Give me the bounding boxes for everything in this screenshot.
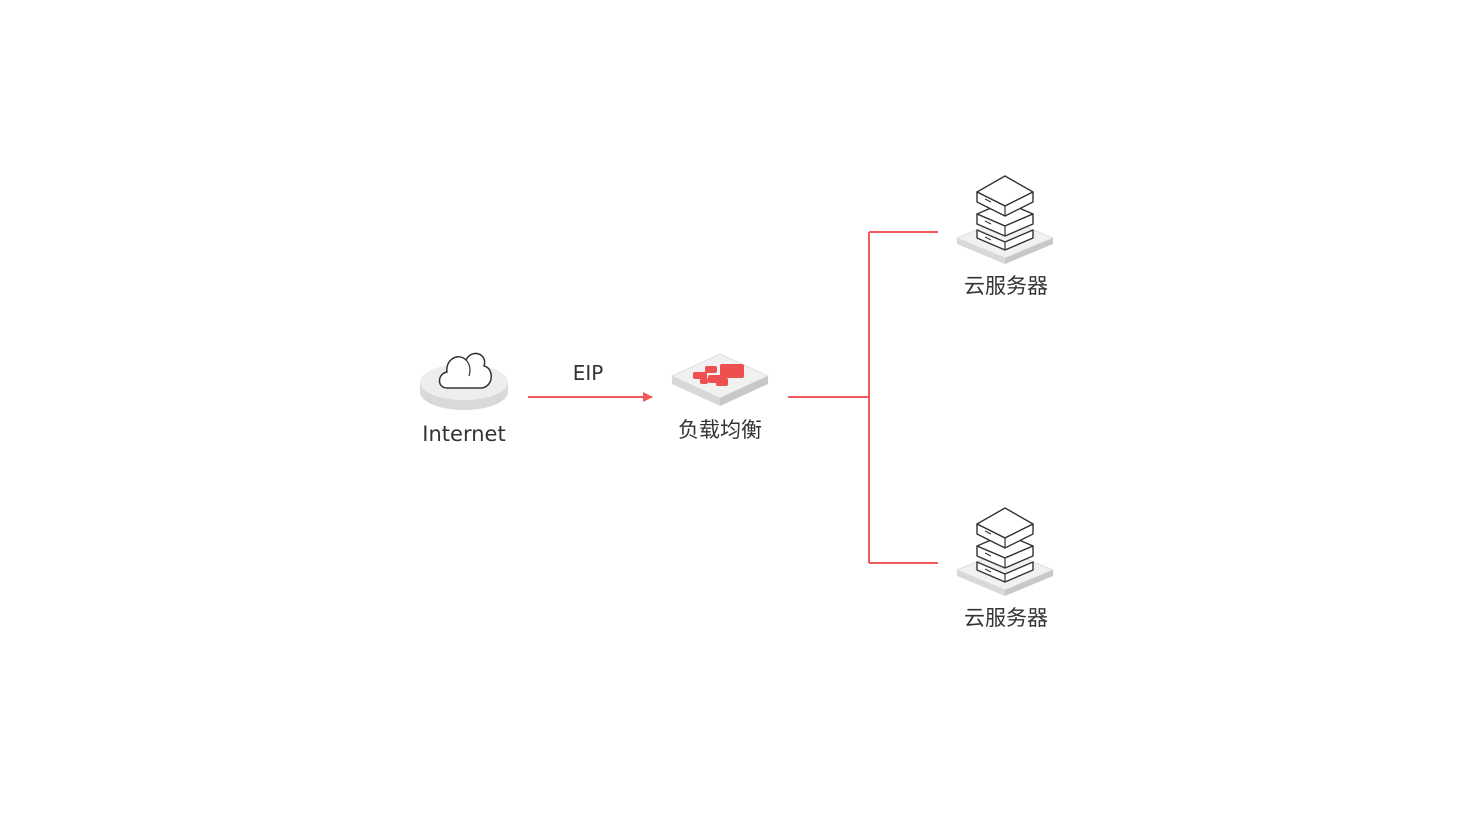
edge-label-eip: EIP: [572, 361, 604, 385]
node-label-internet: Internet: [422, 422, 506, 446]
server-stack-icon: [955, 507, 1055, 596]
node-label-server-1: 云服务器: [964, 274, 1048, 298]
load-balancer-icon: [670, 353, 770, 406]
server-stack-icon: [955, 175, 1055, 264]
cloud-icon: [420, 352, 508, 410]
lb-to-servers-connector: [788, 231, 938, 564]
node-label-load-balancer: 负载均衡: [678, 418, 762, 442]
node-label-server-2: 云服务器: [964, 606, 1048, 630]
